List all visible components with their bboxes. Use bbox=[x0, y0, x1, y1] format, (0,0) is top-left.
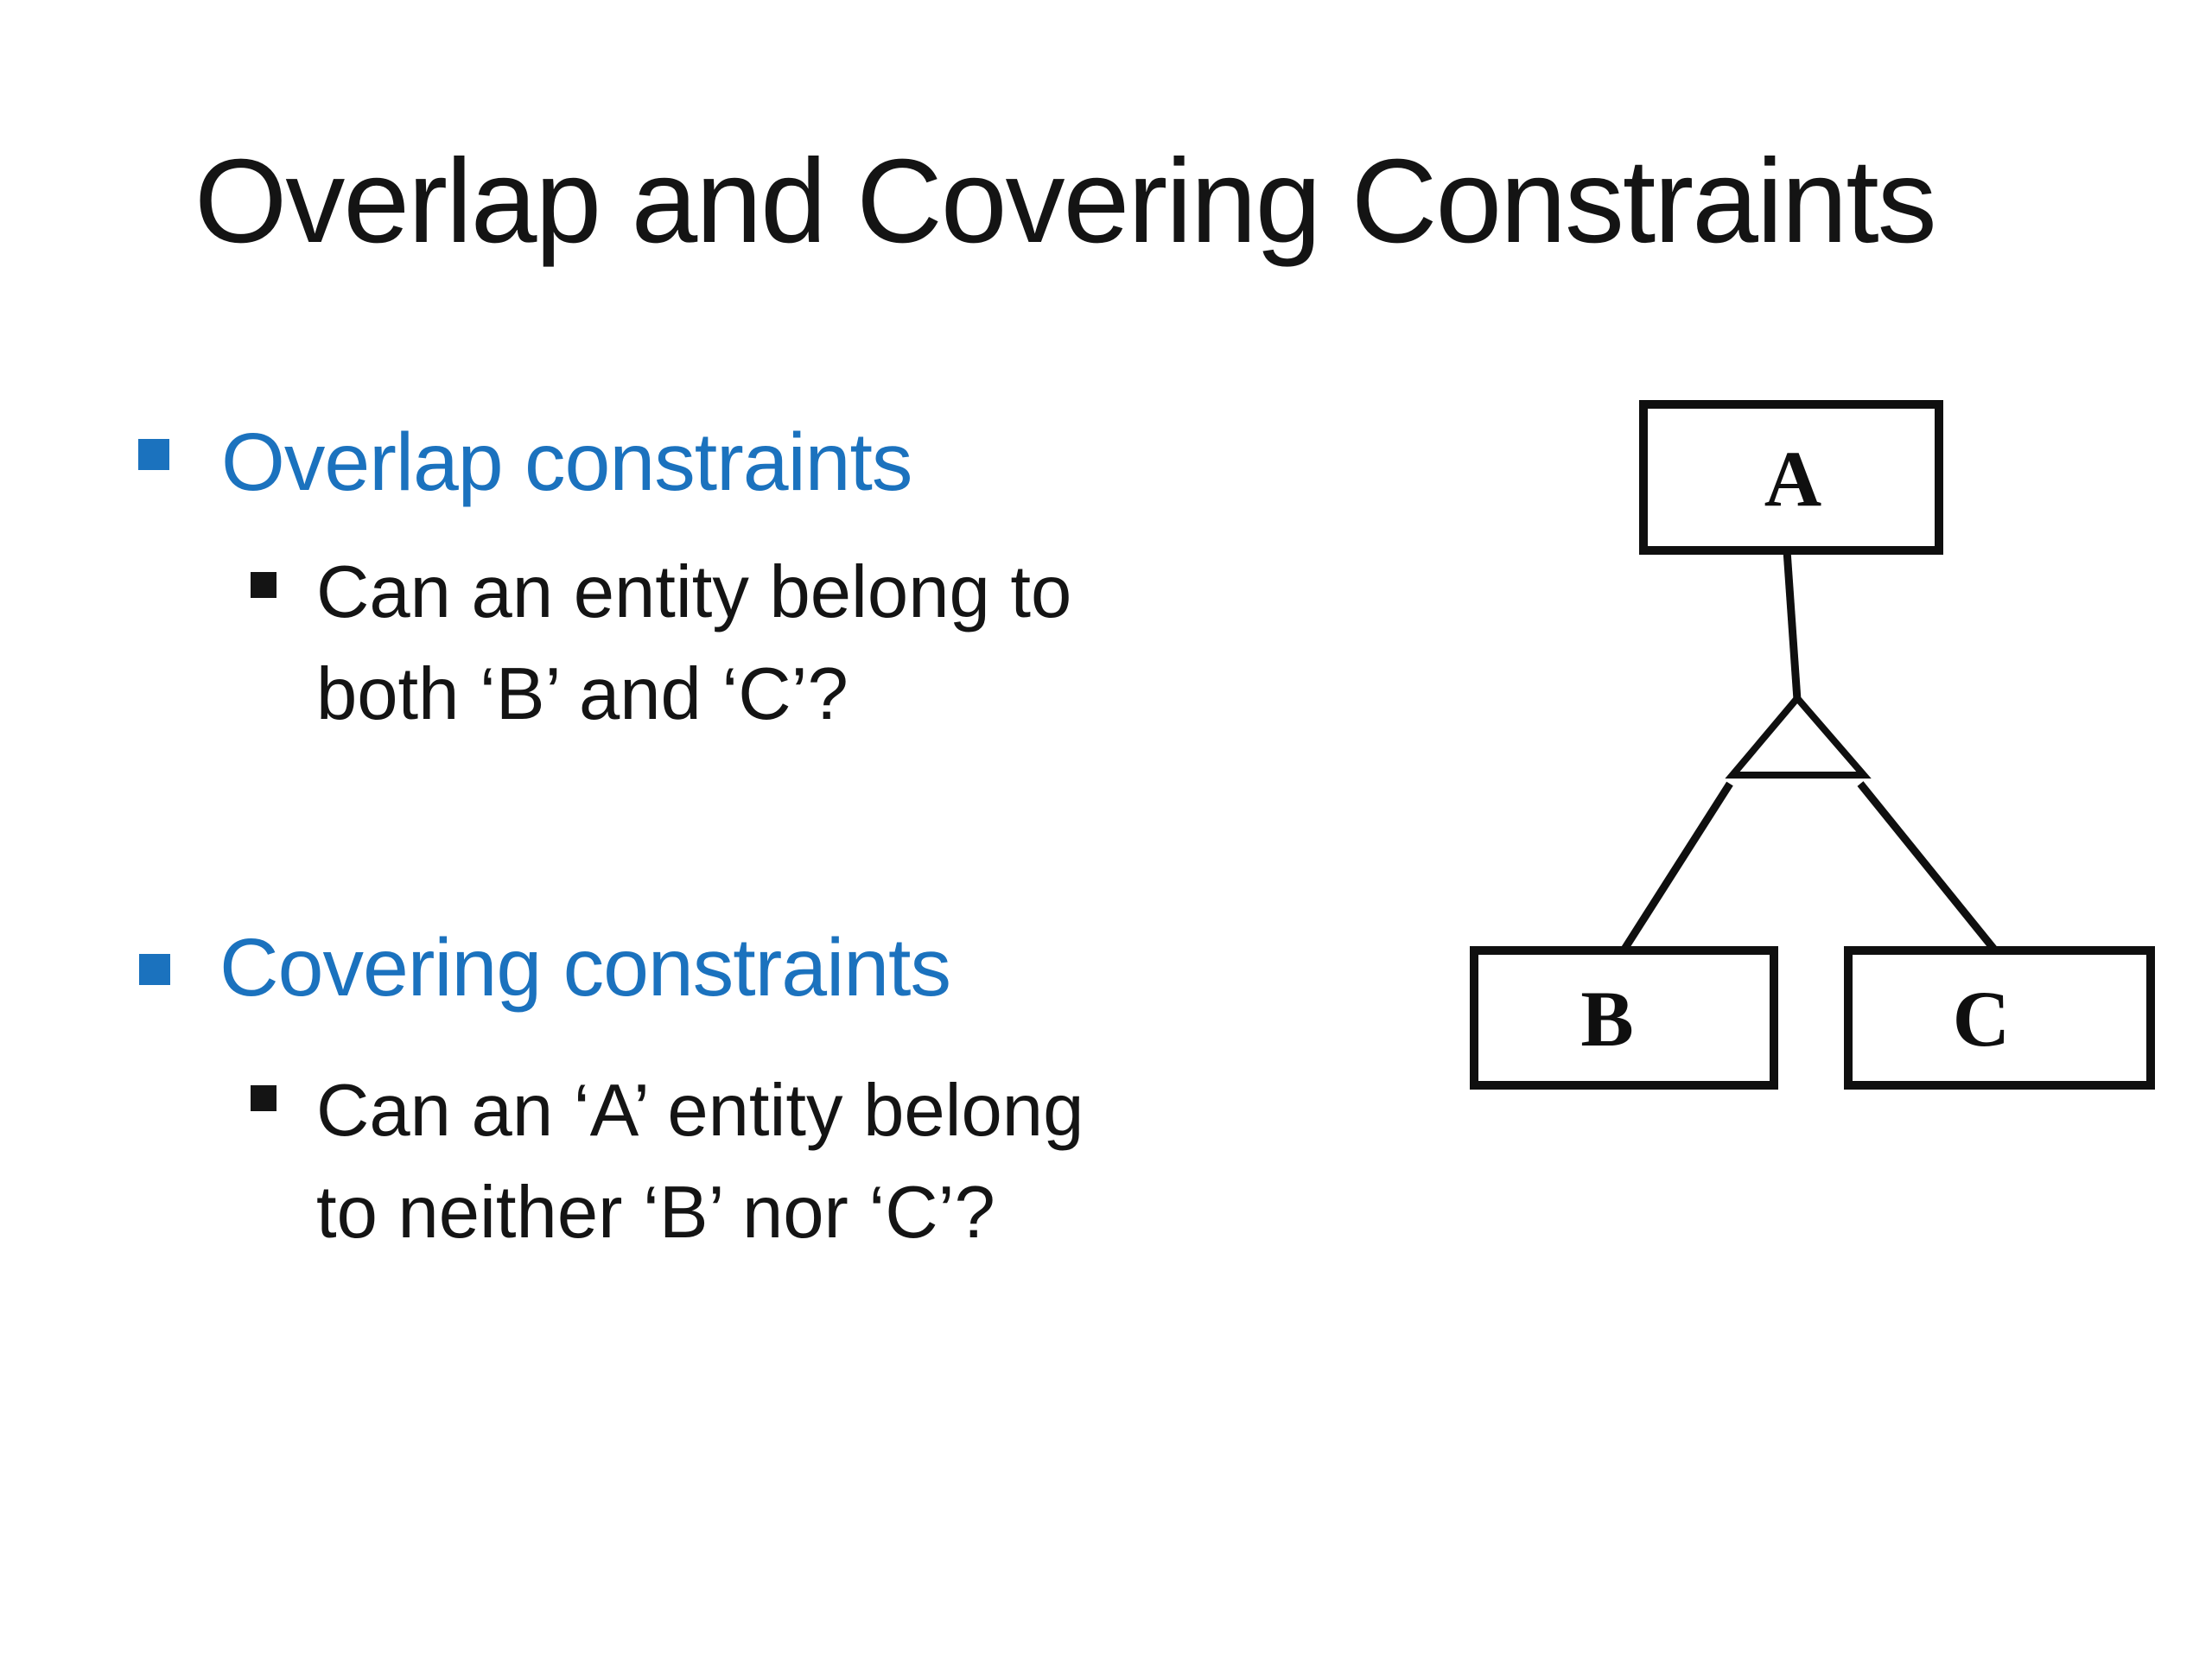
connector-triangle-to-b bbox=[1620, 781, 1733, 953]
connector-a-to-triangle bbox=[1783, 550, 1802, 701]
connector-triangle-to-c bbox=[1857, 781, 1999, 953]
slide-title: Overlap and Covering Constraints bbox=[194, 135, 1937, 268]
isa-hierarchy-svg: A B C bbox=[1470, 400, 2155, 1090]
sub-bullet-covering-line-2: to neither ‘B’ nor ‘C’? bbox=[316, 1172, 995, 1254]
sub-bullet-square-overlap bbox=[251, 572, 276, 598]
sub-bullet-overlap: Can an entity belong to both ‘B’ and ‘C’… bbox=[316, 542, 1071, 746]
sub-bullet-covering: Can an ‘A’ entity belong to neither ‘B’ … bbox=[316, 1060, 1084, 1264]
sub-bullet-overlap-line-1: Can an entity belong to bbox=[316, 551, 1072, 633]
heading-covering-constraints: Covering constraints bbox=[219, 922, 951, 1014]
sub-bullet-overlap-line-2: both ‘B’ and ‘C’? bbox=[316, 653, 849, 735]
isa-triangle bbox=[1725, 692, 1872, 779]
entity-label-b: B bbox=[1580, 975, 1633, 1063]
bullet-square-covering bbox=[139, 954, 170, 985]
isa-hierarchy-diagram: A B C bbox=[1426, 363, 2212, 1175]
sub-bullet-square-covering bbox=[251, 1085, 276, 1111]
entity-label-a: A bbox=[1764, 435, 1821, 523]
entity-box-c bbox=[1844, 946, 2155, 1090]
entity-label-c: C bbox=[1953, 975, 2010, 1063]
heading-overlap-constraints: Overlap constraints bbox=[221, 416, 912, 508]
entity-box-b bbox=[1470, 946, 1778, 1090]
sub-bullet-covering-line-1: Can an ‘A’ entity belong bbox=[316, 1070, 1084, 1152]
entity-box-a bbox=[1639, 400, 1943, 555]
bullet-square-overlap bbox=[138, 439, 169, 470]
